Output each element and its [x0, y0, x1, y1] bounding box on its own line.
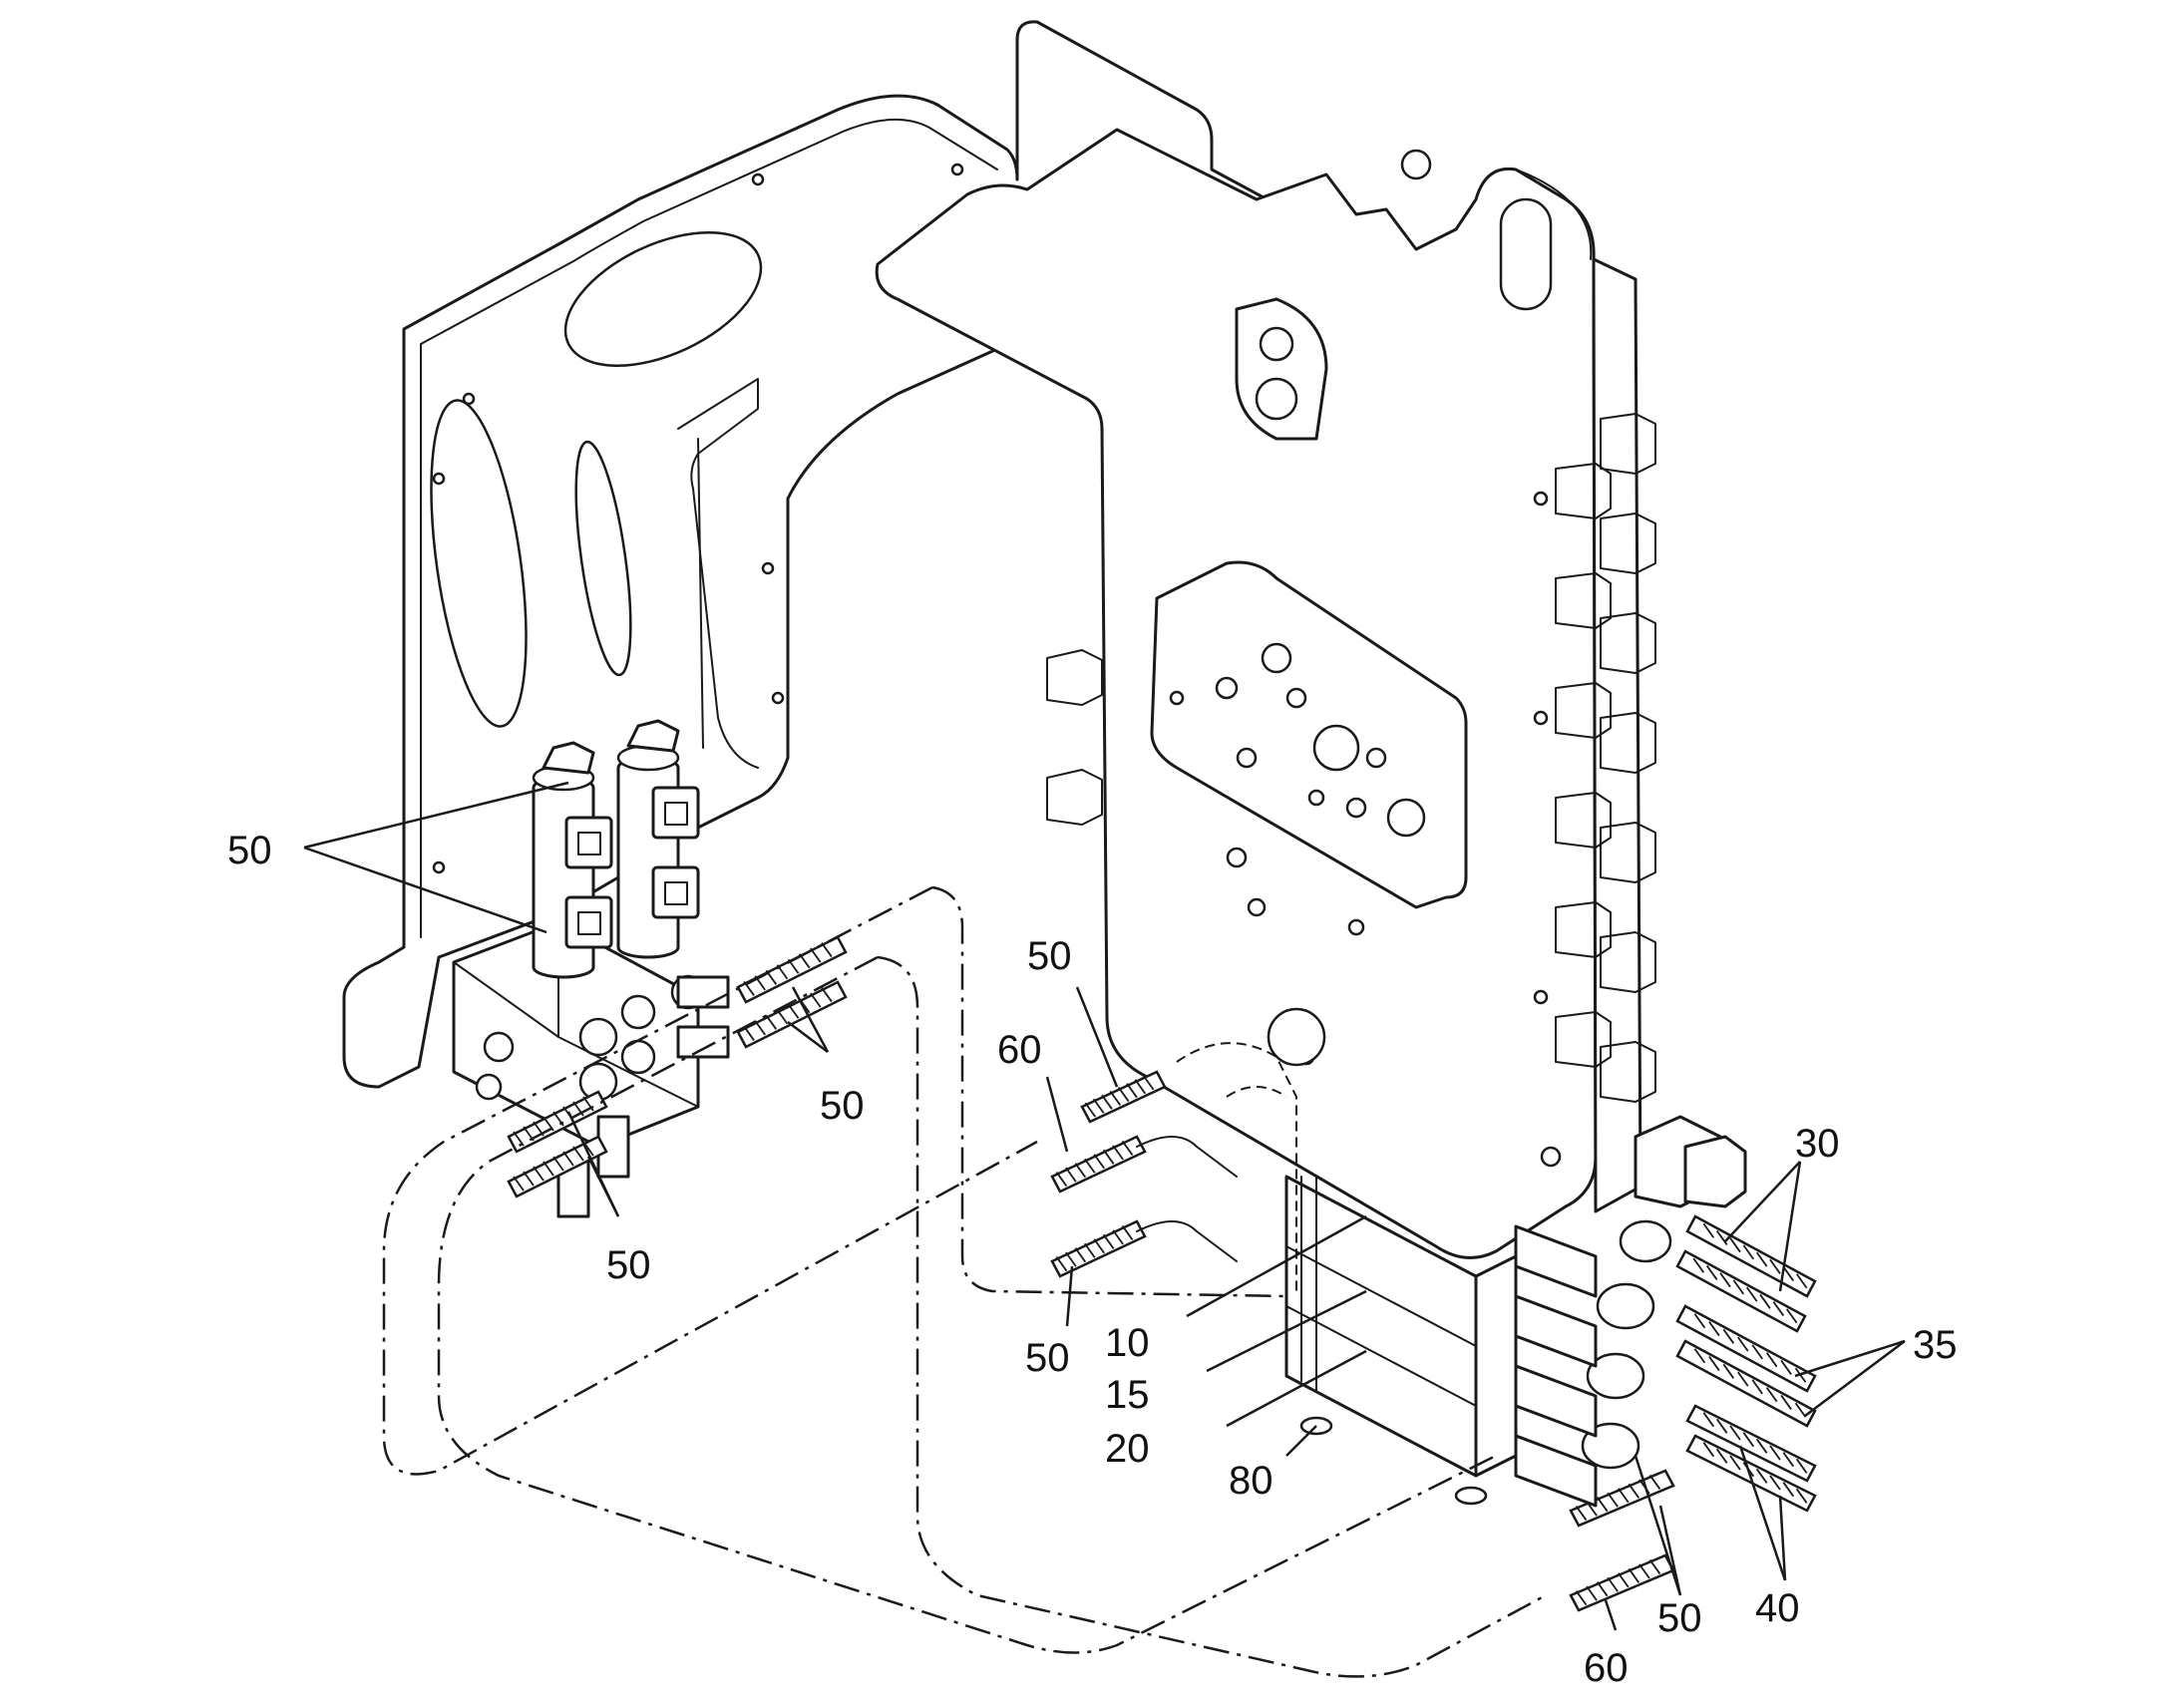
callout-35: 35 [1913, 1323, 1958, 1367]
callout-50-solenoids: 50 [227, 829, 272, 872]
callout-30: 30 [1795, 1122, 1840, 1166]
right-fitting-column [1555, 257, 1747, 1213]
hose-braiding [513, 942, 1808, 1606]
callout-80: 80 [1229, 1459, 1273, 1503]
callout-50-valve-hoses-upper: 50 [820, 1084, 865, 1128]
callout-10: 10 [1105, 1321, 1150, 1365]
callout-40: 40 [1755, 1586, 1800, 1630]
front-valve-plate [875, 128, 1598, 1259]
callout-50-center-top: 50 [1027, 934, 1072, 978]
callout-labels: 50 50 50 50 50 50 60 60 10 15 20 80 30 3… [227, 829, 1958, 1690]
callout-50-right-bottom: 50 [1657, 1596, 1702, 1640]
solenoid-valve-assembly [452, 719, 730, 1218]
stacked-valve-sections [1284, 1175, 1518, 1506]
callout-15: 15 [1105, 1373, 1150, 1417]
phantom-hose-routing [382, 885, 1547, 1678]
callout-60-right: 60 [1584, 1646, 1629, 1690]
hidden-lines [1176, 1042, 1297, 1296]
callout-60-center: 60 [997, 1028, 1042, 1072]
plate-studs [1046, 649, 1103, 826]
callout-50-center-bottom: 50 [1025, 1336, 1070, 1380]
callout-20: 20 [1105, 1427, 1150, 1471]
leader-lines [303, 781, 1906, 1631]
callout-50-valve-hoses-lower: 50 [606, 1243, 651, 1287]
